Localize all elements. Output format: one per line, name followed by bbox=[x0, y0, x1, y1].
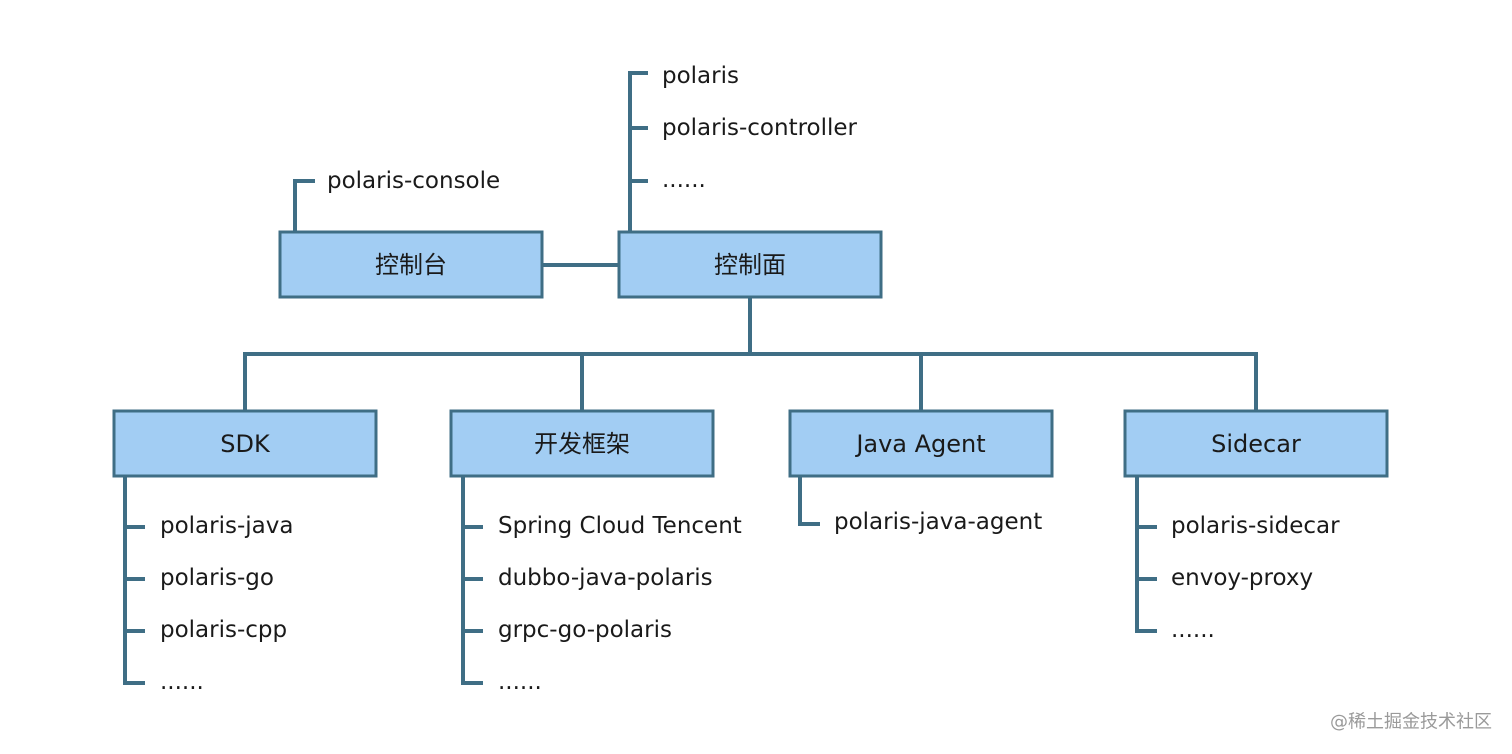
framework-child-item: dubbo-java-polaris bbox=[498, 565, 713, 591]
sidecar-child-item: ...... bbox=[1171, 617, 1215, 643]
java-agent-children: polaris-java-agent bbox=[834, 509, 1042, 535]
node-framework: 开发框架 bbox=[449, 409, 715, 478]
java-agent-box bbox=[788, 409, 1054, 478]
framework-children: Spring Cloud Tencent dubbo-java-polaris … bbox=[498, 513, 742, 695]
console-child-item: polaris-console bbox=[327, 168, 500, 194]
console-children: polaris-console bbox=[327, 168, 500, 194]
java-agent-child-item: polaris-java-agent bbox=[834, 509, 1042, 535]
console-label: 控制台 bbox=[375, 251, 447, 279]
sdk-label: SDK bbox=[220, 430, 271, 458]
control-plane-child-item: ...... bbox=[662, 167, 706, 193]
framework-child-item: grpc-go-polaris bbox=[498, 617, 672, 643]
watermark: @稀土掘金技术社区 bbox=[1330, 712, 1492, 733]
framework-children-bracket bbox=[461, 477, 483, 685]
sdk-children-bracket bbox=[123, 477, 145, 685]
control-plane-child-item: polaris bbox=[662, 63, 739, 89]
java-agent-label: Java Agent bbox=[854, 430, 985, 458]
node-control-plane: 控制面 bbox=[617, 230, 883, 299]
console-box bbox=[278, 230, 544, 299]
sdk-box bbox=[112, 409, 378, 478]
java-agent-children-bracket bbox=[798, 477, 820, 526]
console-children-bracket bbox=[293, 179, 315, 231]
control-plane-label: 控制面 bbox=[714, 251, 786, 279]
sdk-child-item: polaris-cpp bbox=[160, 617, 287, 643]
sidecar-label: Sidecar bbox=[1211, 430, 1301, 458]
sdk-child-item: polaris-java bbox=[160, 513, 293, 539]
framework-child-item: Spring Cloud Tencent bbox=[498, 513, 742, 539]
sidecar-child-item: polaris-sidecar bbox=[1171, 513, 1340, 539]
sidecar-child-item: envoy-proxy bbox=[1171, 565, 1313, 591]
sdk-child-item: ...... bbox=[160, 669, 204, 695]
connectors bbox=[123, 71, 1258, 685]
sidecar-children-bracket bbox=[1135, 477, 1157, 633]
node-sidecar: Sidecar bbox=[1123, 409, 1389, 478]
control-plane-box bbox=[617, 230, 883, 299]
framework-child-item: ...... bbox=[498, 669, 542, 695]
node-sdk: SDK bbox=[112, 409, 378, 478]
framework-box bbox=[449, 409, 715, 478]
framework-label: 开发框架 bbox=[534, 430, 630, 458]
node-console: 控制台 bbox=[278, 230, 544, 299]
sdk-children: polaris-java polaris-go polaris-cpp ....… bbox=[160, 513, 293, 695]
control-plane-children: polaris polaris-controller ...... bbox=[662, 63, 858, 193]
sidecar-children: polaris-sidecar envoy-proxy ...... bbox=[1171, 513, 1340, 643]
sdk-child-item: polaris-go bbox=[160, 565, 274, 591]
control-plane-child-item: polaris-controller bbox=[662, 115, 858, 141]
control-plane-children-bracket bbox=[628, 71, 648, 231]
sidecar-box bbox=[1123, 409, 1389, 478]
node-java-agent: Java Agent bbox=[788, 409, 1054, 478]
